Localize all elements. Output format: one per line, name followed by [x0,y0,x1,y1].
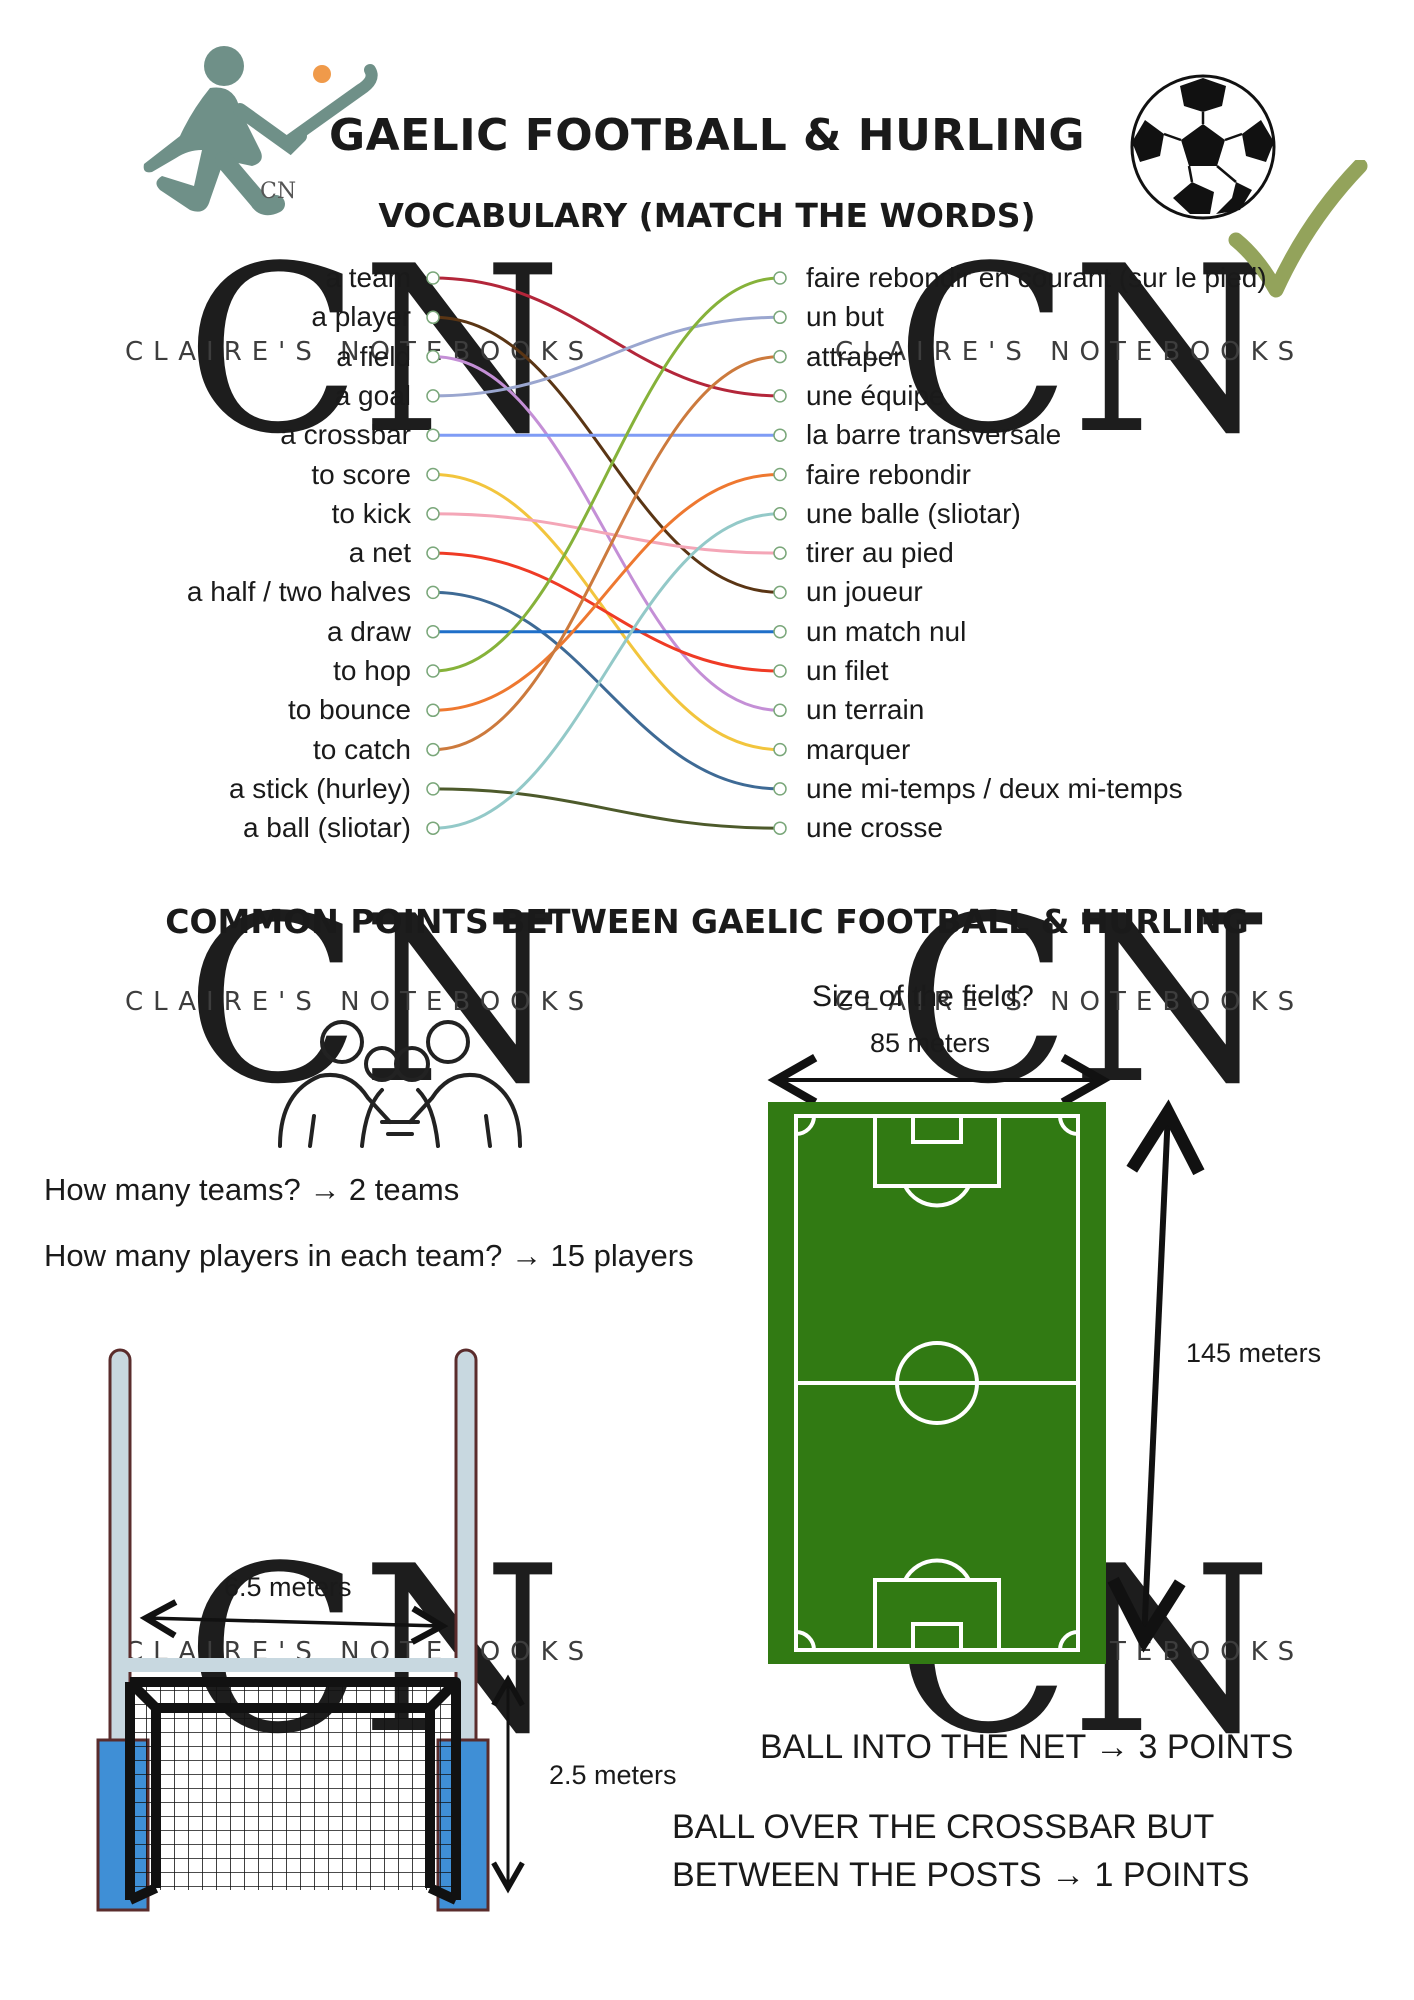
french-word: un match nul [806,615,967,647]
french-word: un but [806,301,884,333]
match-dot [426,585,440,600]
french-word: un filet [806,655,889,686]
goal-posts-diagram [96,1348,525,1912]
english-word: to kick [331,497,411,529]
french-word: une crosse [806,812,943,844]
football-pitch-diagram [767,1053,1205,1664]
checkmark-icon [1228,160,1368,298]
french-word: un joueur [806,576,923,608]
english-word: a ball (sliotar) [242,812,411,844]
common-points-heading: COMMON POINTS BETWEEN GAELIC FOOTBALL & … [165,902,1249,941]
english-word: a player [311,301,411,333]
rule-crossbar-line-1: BALL OVER THE CROSSBAR BUT [672,1808,1215,1846]
english-word: to bounce [288,694,411,726]
match-dot [426,742,440,757]
matching-lines [426,271,787,835]
goal-width-label: 6.5 meters [224,1572,352,1602]
match-dot [773,703,787,718]
french-word: faire rebondir en courant (sur le pied) [806,262,1267,293]
match-line [432,355,781,752]
english-word: a crossbar [280,419,411,451]
football-icon [1130,74,1276,220]
match-dot [426,428,440,442]
english-word: a field [336,340,411,372]
match-dot [426,624,440,639]
match-dot [426,467,440,482]
match-dot [773,546,787,560]
english-word: a team [325,262,411,293]
field-size-question: Size of the field? [812,980,1034,1013]
match-dot [426,389,440,403]
svg-text:CN: CN [260,179,296,204]
match-line [432,512,781,555]
english-word: a half / two halves [186,576,411,608]
french-word: marquer [806,733,911,765]
match-dot [773,389,787,403]
vocab-heading: VOCABULARY (MATCH THE WORDS) [378,196,1036,235]
match-line [432,551,781,673]
field-length-arrow [1107,1099,1205,1653]
field-width-label: 85 meters [870,1028,991,1058]
match-dot [426,546,440,560]
english-word: a stick (hurley) [228,772,411,804]
team-huddle-icon [278,1020,522,1148]
match-dot [426,821,440,835]
french-word: tirer au pied [806,537,954,569]
match-dot [773,585,787,600]
rule-net-points: BALL INTO THE NET → 3 POINTS [760,1728,1294,1766]
match-line [432,590,781,791]
match-dot [426,664,440,678]
french-word: la barre transversale [806,419,1062,451]
goal-height-label: 2.5 meters [549,1760,677,1790]
match-dot [773,310,787,325]
match-dot [426,310,440,325]
match-dot [426,703,440,718]
match-line [432,787,781,830]
match-dot [426,782,440,796]
hurler-icon: CN [143,46,378,216]
french-word: attraper [806,340,903,372]
match-dot [773,782,787,796]
english-word: to hop [333,655,411,686]
match-dot [773,742,787,757]
french-word: faire rebondir [806,458,971,490]
match-dot [773,349,787,364]
french-word: une mi-temps / deux mi-temps [806,772,1183,804]
english-word: to score [311,458,411,490]
match-line [432,512,781,830]
match-dot [426,271,440,285]
english-word: a net [348,537,411,569]
page-title: GAELIC FOOTBALL & HURLING [328,110,1086,161]
english-word: a draw [326,615,411,647]
match-dot [426,507,440,521]
match-dot [773,428,787,442]
match-dot [773,821,787,835]
players-answer: How many players in each team? → 15 play… [44,1238,694,1273]
teams-answer: How many teams? → 2 teams [44,1172,460,1207]
match-line [432,315,781,594]
match-line [432,276,781,398]
match-dot [773,624,787,639]
match-line [432,473,781,712]
match-line [432,276,781,673]
goal-width-arrow [139,1599,449,1645]
french-word: une équipe [806,379,945,411]
match-dot [773,467,787,482]
match-line [432,315,781,398]
rule-crossbar-line-2: BETWEEN THE POSTS → 1 POINTS [672,1856,1250,1894]
match-dot [773,664,787,678]
french-word: un terrain [806,694,925,726]
english-word: a goal [334,379,411,411]
field-length-label: 145 meters [1186,1338,1322,1368]
match-dot [773,271,787,285]
match-dot [773,507,787,521]
match-dot [426,349,440,364]
english-word: to catch [312,733,411,765]
french-word: une balle (sliotar) [806,497,1021,529]
